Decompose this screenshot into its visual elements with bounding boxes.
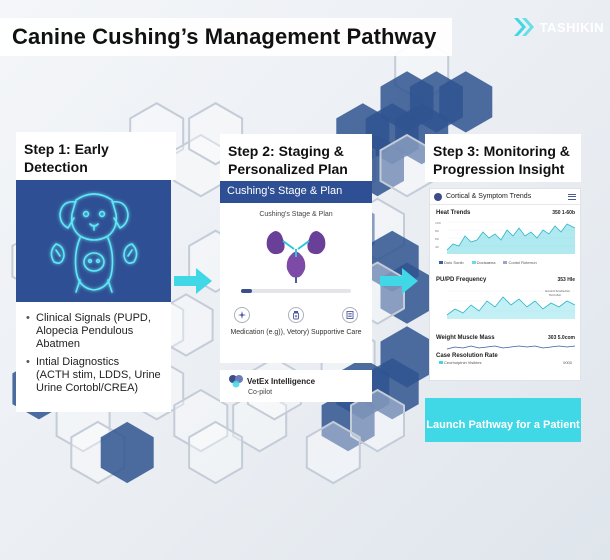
arrow-right-icon [380, 268, 418, 294]
step1-heading: Step 1: Early Detection & Assessment [16, 132, 176, 193]
weight-muscle-chart: Weight Muscle Mass 303 5.0com Case Resol… [433, 335, 578, 377]
step3-heading: Step 3: Monitoring & Progression Insight [425, 134, 581, 182]
step1-details: Clinical Signals (PUPD, Alopecia Pendulo… [16, 302, 171, 412]
adrenal-gland-icon [266, 231, 326, 283]
dog-outline-icon [50, 193, 138, 293]
heat-trends-chart: Heat Trends 350 1-60b 100 80 60 40 Dolo Son… [433, 210, 578, 268]
vetex-copilot[interactable]: VetEx Intelligence Co-pilot [220, 370, 372, 402]
medication-bottle-icon[interactable] [288, 307, 304, 323]
list-item: Clinical Signals (PUPD, Alopecia Pendulo… [24, 312, 163, 351]
hexagon-shape [305, 420, 361, 485]
chart-title: PU/PD Frequency [436, 277, 487, 283]
brand-name: TASHIKIN [539, 19, 604, 35]
stage-progress-bar [241, 289, 351, 293]
step2-title-line1: Step 2: Staging & [228, 143, 344, 159]
step2-heading: Step 2: Staging & Personalized Plan [220, 134, 372, 182]
copilot-logo-icon [229, 375, 243, 388]
vetex-name: VetEx Intelligence [247, 376, 316, 386]
page-title: Canine Cushing’s Management Pathway [12, 24, 437, 49]
step3-title-line2: Progression Insight [433, 161, 565, 177]
plan-icons-row [220, 307, 372, 323]
title-banner: Canine Cushing’s Management Pathway [0, 18, 452, 56]
chart-value: 303 5.0com [548, 335, 575, 341]
step2-card-title: Cushing's Stage & Plan [220, 181, 372, 203]
dashboard-title: Cortical & Symptom Trends [446, 193, 532, 200]
hexagon-shape [439, 71, 493, 133]
brand-logo: TASHIKIN [512, 16, 604, 38]
weight-muscle-plot [446, 345, 576, 350]
svg-text:60: 60 [435, 237, 439, 241]
menu-icon[interactable] [568, 192, 576, 201]
hexagon-shape [173, 388, 229, 453]
chevron-logo-icon [513, 18, 534, 36]
step2-title-line2: Personalized Plan [228, 161, 348, 177]
dashboard-topbar: Cortical & Symptom Trends [430, 189, 580, 205]
chart-value: 353 Hle [557, 277, 575, 283]
svg-text:100: 100 [435, 221, 441, 225]
step2-plan-card: Cushing's Stage & Plan Cushing's Stage &… [220, 181, 372, 363]
document-icon[interactable] [342, 307, 358, 323]
arrow-right-icon [174, 268, 212, 294]
svg-text:80: 80 [435, 229, 439, 233]
chart-title: Weight Muscle Mass [436, 335, 495, 341]
hexagon-shape [365, 358, 419, 420]
step1-illustration-panel [16, 180, 171, 302]
chart-note: Gookd Scehemic [545, 289, 570, 293]
pupd-frequency-chart: PU/PD Frequency 353 Hle Gookd Scehemic T… [433, 277, 578, 327]
heat-trends-plot: 100 80 60 40 [435, 221, 576, 254]
step1-list: Clinical Signals (PUPD, Alopecia Pendulo… [24, 312, 163, 395]
vetex-subtitle: Co-pilot [248, 389, 273, 396]
pupd-frequency-plot: Gookd Scehemic Tomnter [446, 289, 576, 319]
chart-note: Tomnter [548, 293, 562, 297]
step3-title-line1: Step 3: Monitoring & [433, 143, 570, 159]
hexagon-shape [321, 390, 375, 452]
chart-title: Heat Trends [436, 210, 471, 216]
chart-value: 350 1-60b [552, 210, 575, 216]
hexagon-shape [188, 420, 244, 485]
launch-pathway-button[interactable]: Launch Pathway for a Patient [425, 398, 581, 442]
step1-title-line1: Step 1: Early Detection [24, 141, 109, 175]
stage-progress-fill [241, 289, 252, 293]
chart-legend: Dolo Sonib Docisaena Contol Roterrun [433, 260, 578, 265]
sparkle-icon[interactable] [234, 307, 250, 323]
hexagon-shape [100, 421, 154, 484]
monitoring-dashboard: Cortical & Symptom Trends Heat Trends 35… [429, 188, 581, 381]
step2-card-subtitle: Cushing's Stage & Plan [259, 211, 333, 218]
dashboard-logo-icon [434, 192, 442, 201]
plan-icons-label: Medication (e.g)), Vetory) Supportive Ca… [230, 329, 362, 336]
list-item: Intial Diagnostics (ACTH stim, LDDS, Uri… [24, 356, 163, 395]
hexagon-shape [350, 388, 405, 453]
chart-title: Case Resolution Rate [436, 353, 498, 359]
svg-text:40: 40 [435, 245, 439, 249]
